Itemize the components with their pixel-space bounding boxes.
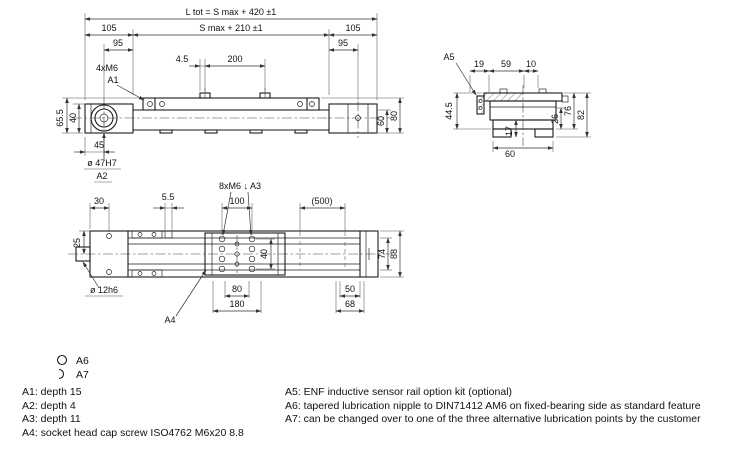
dim-s-max: S max + 210 ±1 [199,23,262,33]
dim-65-5: 65.5 [55,109,65,127]
dim-10: 10 [526,59,536,69]
dim-50: 50 [345,284,355,294]
legend-a6-symbol-label: A6 [76,355,89,367]
lubrication-nipple-symbol [56,354,68,366]
dim-88: 88 [389,249,399,259]
legend-item-a5: A5: ENF inductive sensor rail option kit… [285,386,512,398]
dim-44-5: 44.5 [444,102,454,120]
dim-25: 25 [72,238,82,248]
dim-26: 26 [550,114,560,124]
dim-l-tot: L tot = S max + 420 ±1 [186,7,277,17]
plan-view-dimensions [79,191,404,317]
dim-80-plan: 80 [232,284,242,294]
side-view-dimensions [62,13,404,183]
dim-80-side: 80 [389,111,399,121]
legend: A6 A7 A1: depth 15 A2: depth 4 A3: depth… [22,354,701,439]
legend-a7-symbol-label: A7 [76,369,89,381]
dim-bore-47h7: ø 47H7 [87,158,117,168]
dim-60-end: 60 [505,149,515,159]
label-8xm6-a3: 8xM6 ↓ A3 [219,181,261,191]
legend-item-a6: A6: tapered lubrication nipple to DIN714… [285,400,701,412]
dim-59: 59 [501,59,511,69]
legend-item-a4: A4: socket head cap screw ISO4762 M6x20 … [22,427,244,439]
dim-4-5: 4.5 [176,54,189,64]
dim-19: 19 [474,59,484,69]
plan-view-labels: 8xM6 ↓ A3 30 5.5 100 (500) 25 ø 12h6 A4 … [72,181,399,325]
dim-17: 17 [504,126,514,136]
dim-68: 68 [345,299,355,309]
alt-lubrication-point-symbol [58,368,65,380]
dim-60-side: 60 [376,116,386,126]
dim-500: (500) [311,196,332,206]
dim-100: 100 [229,196,244,206]
plan-view-geometry [68,230,392,278]
dim-82: 82 [576,110,586,120]
side-view-geometry [72,88,390,141]
label-4xm6: 4xM6 [96,63,118,73]
dim-40-plan: 40 [259,249,269,259]
end-view-labels: A5 19 59 10 44.5 76 82 26 17 60 [443,52,586,159]
dim-105-left: 105 [101,23,116,33]
dim-200: 200 [227,54,242,64]
end-view-geometry [476,85,569,146]
label-a4: A4 [164,315,175,325]
legend-item-a2: A2: depth 4 [22,400,76,412]
legend-item-a1: A1: depth 15 [22,386,82,398]
dim-76: 76 [563,106,573,116]
dim-5-5: 5.5 [162,192,175,202]
dim-95-right: 95 [338,38,348,48]
dim-30: 30 [94,196,104,206]
dim-shaft-12h6: ø 12h6 [90,285,118,295]
legend-item-a7: A7: can be changed over to one of the th… [285,413,701,425]
label-a1: A1 [107,75,118,85]
label-a2: A2 [96,171,107,181]
dim-180: 180 [229,299,244,309]
dim-105-right: 105 [345,23,360,33]
dim-45: 45 [94,140,104,150]
dim-74: 74 [377,249,387,259]
dim-95-left: 95 [113,38,123,48]
label-a5: A5 [443,52,454,62]
side-view-labels: L tot = S max + 420 ±1 105 S max + 210 ±… [55,7,399,181]
end-view-dimensions [453,62,591,152]
legend-item-a3: A3: depth 11 [22,413,81,425]
dim-40-side: 40 [68,113,78,123]
